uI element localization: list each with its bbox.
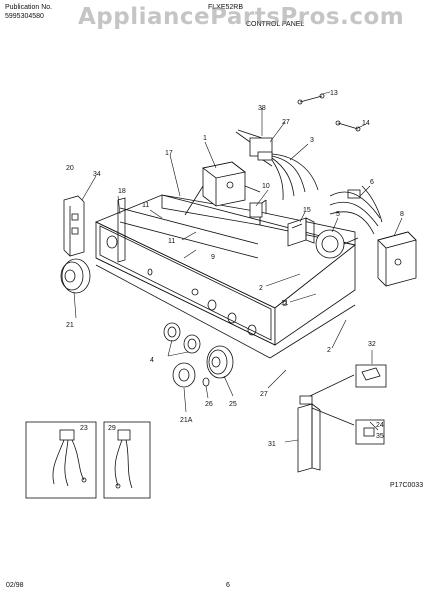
callout-10: 10 [262, 183, 270, 190]
control-panel-console [95, 194, 356, 359]
large-knob [60, 258, 91, 294]
callout-3: 3 [310, 137, 314, 144]
callout-27-b: 27 [260, 391, 268, 398]
callout-2-c: 2 [327, 347, 331, 354]
callout-24: 24 [376, 422, 384, 429]
callout-29: 29 [108, 425, 116, 432]
callout-2-b: 2 [283, 301, 287, 308]
water-level-switch [315, 229, 359, 259]
end-cap-left [63, 195, 85, 257]
wiring-harness-inset-right [103, 421, 151, 499]
knob-21a [172, 362, 210, 388]
callout-21: 21 [66, 322, 74, 329]
relay [249, 199, 267, 218]
timer [184, 161, 261, 216]
callout-21a: 21A [180, 417, 193, 424]
diagram-code: P17C0033 [390, 482, 424, 489]
callout-34: 34 [93, 171, 101, 178]
publication-number: 5995304580 [5, 13, 44, 20]
dial-knob [206, 345, 234, 379]
callout-27-a: 27 [282, 119, 290, 126]
callout-6: 6 [370, 179, 374, 186]
selector-switch [287, 217, 315, 247]
publication-label: Publication No. [5, 4, 53, 11]
model-number: FLXE52RB [208, 4, 244, 11]
watermark: AppliancePartsPros.com [78, 4, 405, 30]
callout-17: 17 [165, 150, 173, 157]
control-module [377, 231, 417, 287]
callout-labels: 1 2 2 2 3 4 5 6 8 9 10 11 11 11 13 14 15… [66, 90, 404, 448]
callout-11-a: 11 [142, 202, 149, 209]
callout-31: 31 [268, 441, 276, 448]
terminal-wires [297, 93, 361, 132]
section-title: CONTROL PANEL [246, 21, 305, 28]
callout-11-b: 11 [168, 238, 175, 245]
callout-8: 8 [400, 211, 404, 218]
callout-13: 13 [330, 90, 338, 97]
callout-32: 32 [368, 341, 376, 348]
callout-15: 15 [303, 207, 311, 214]
callout-38: 38 [258, 105, 266, 112]
callout-25: 25 [229, 401, 237, 408]
small-knobs [163, 322, 201, 354]
callout-26: 26 [205, 401, 213, 408]
callout-35: 35 [376, 433, 384, 440]
leader-lines [73, 91, 403, 443]
callout-23: 23 [80, 425, 88, 432]
temperature-switch [235, 129, 273, 167]
callout-2-a: 2 [259, 285, 263, 292]
callout-18: 18 [118, 188, 126, 195]
callout-14: 14 [362, 120, 370, 127]
wiring-harness-inset-left [25, 421, 97, 499]
callout-9: 9 [211, 254, 215, 261]
bracket-assembly [297, 364, 387, 473]
callout-20: 20 [66, 165, 74, 172]
footer-page: 6 [226, 582, 230, 589]
callout-1: 1 [203, 135, 207, 142]
footer-date: 02/98 [6, 582, 24, 589]
callout-4: 4 [150, 357, 154, 364]
wire-harness-right [329, 185, 383, 235]
callout-5: 5 [336, 211, 340, 218]
callout-11-c: 11 [281, 300, 288, 307]
wire-harness [257, 151, 319, 201]
